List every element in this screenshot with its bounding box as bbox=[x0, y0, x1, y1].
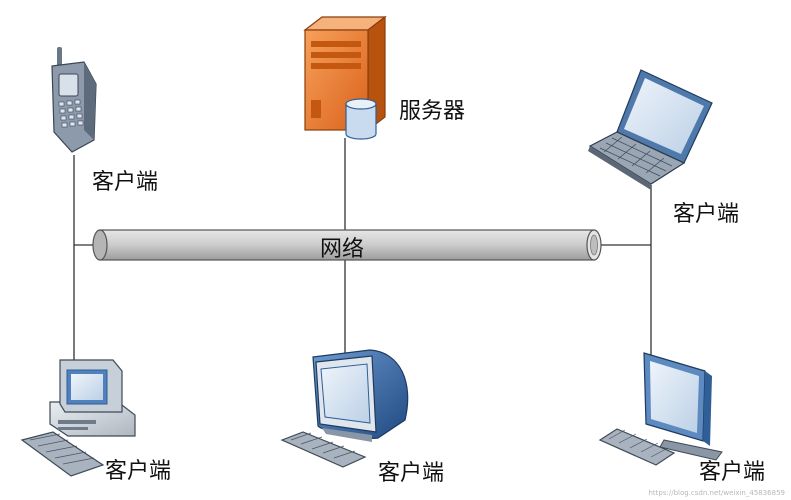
client-label-desktop-left: 客户端 bbox=[105, 459, 172, 484]
connection-lines bbox=[73, 138, 652, 380]
keyboard-icon bbox=[20, 431, 105, 477]
keyboard-icon bbox=[598, 428, 676, 466]
network-pipe bbox=[92, 229, 602, 261]
client-label-desktop-middle: 客户端 bbox=[378, 461, 445, 486]
laptop-icon bbox=[588, 69, 713, 190]
client-label-desktop-right: 客户端 bbox=[699, 460, 766, 485]
mobile-phone-icon bbox=[51, 47, 97, 153]
client-label-laptop: 客户端 bbox=[673, 202, 740, 227]
network-label: 网络 bbox=[320, 237, 365, 262]
client-label-phone: 客户端 bbox=[92, 170, 159, 195]
watermark: https://blog.csdn.net/weixin_45836859 bbox=[648, 489, 785, 497]
keyboard-icon bbox=[280, 431, 367, 468]
server-tower-icon bbox=[303, 15, 387, 132]
flat-monitor-icon bbox=[643, 352, 723, 461]
server-label: 服务器 bbox=[399, 99, 466, 124]
crt-monitor-icon bbox=[312, 349, 409, 442]
desktop-computer-icon bbox=[49, 359, 136, 437]
database-icon bbox=[345, 98, 377, 140]
